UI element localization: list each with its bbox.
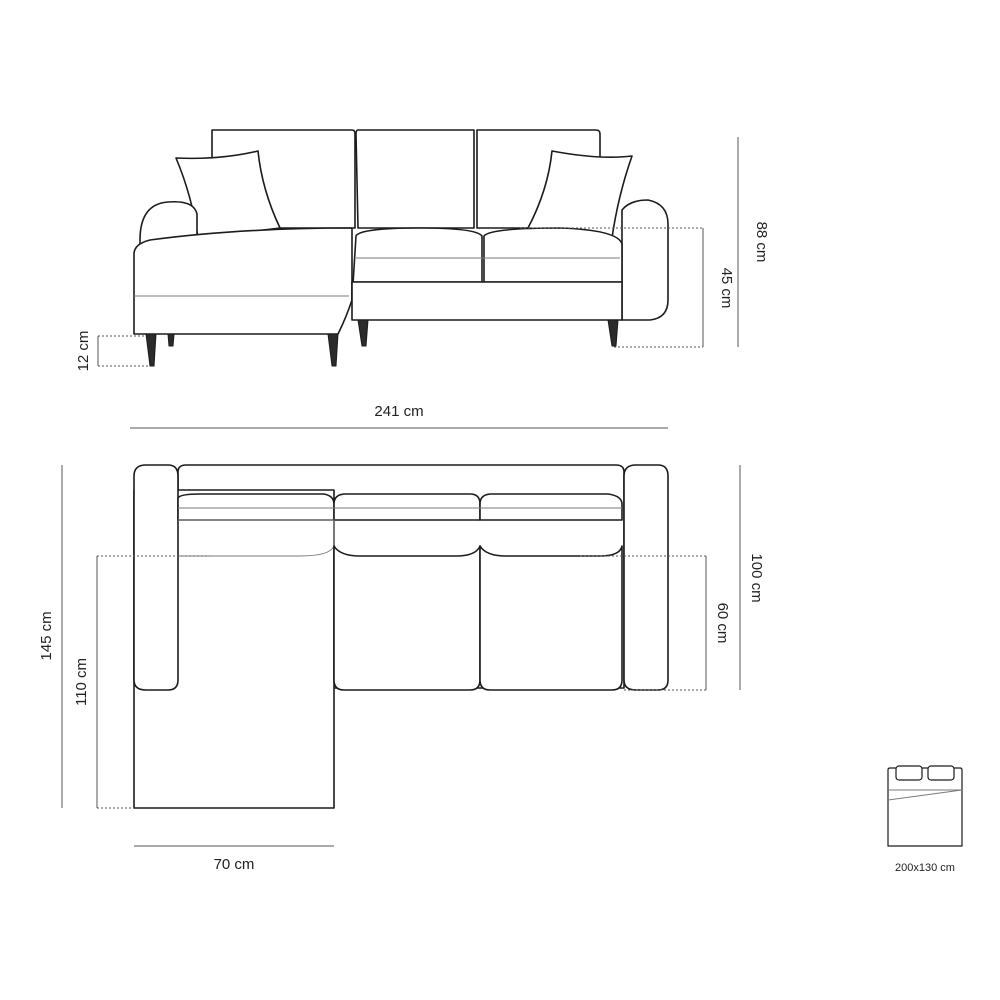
top-back-cushion-left — [177, 493, 335, 521]
leg-center — [357, 319, 369, 347]
bed-blanket — [887, 789, 963, 801]
dim-sofa-depth-label: 100 cm — [748, 553, 765, 602]
top-seat-right — [479, 545, 623, 691]
top-back-cushion-middle — [333, 493, 481, 521]
sofa-base — [351, 281, 623, 321]
dim-chaise-width-label: 70 cm — [214, 856, 255, 873]
dim-total-width-label: 241 cm — [374, 403, 423, 420]
chaise-seat-front — [133, 227, 353, 335]
top-armrest-left — [133, 464, 179, 691]
bed-icon: 200x130 cm — [887, 765, 963, 874]
top-armrest-right — [623, 464, 669, 691]
leg-front-left — [145, 333, 157, 367]
front-view: 12 cm 45 cm 88 cm — [75, 129, 770, 372]
dim-total-height-label: 88 cm — [753, 222, 770, 263]
top-back-cushion-right — [479, 493, 623, 521]
dim-seat-depth-label: 60 cm — [714, 603, 731, 644]
leg-back-left — [167, 333, 175, 347]
armrest-right — [621, 199, 669, 321]
leg-front-right — [607, 319, 619, 347]
bed-size-label: 200x130 cm — [895, 862, 955, 874]
dim-leg-height-label: 12 cm — [75, 331, 92, 372]
top-view: 145 cm 110 cm 60 cm 100 cm 70 cm — [38, 464, 765, 873]
top-seat-middle — [333, 545, 481, 691]
bed-frame — [887, 767, 963, 847]
bed-pillow-right — [927, 765, 955, 781]
bed-pillow-left — [895, 765, 923, 781]
dim-chaise-length-label: 145 cm — [38, 611, 55, 660]
top-chaise-body — [133, 489, 335, 809]
dim-chaise-inner-label: 110 cm — [73, 658, 90, 706]
seat-cushion-right — [483, 227, 623, 283]
leg-front-middle — [327, 333, 339, 367]
dim-seat-height-label: 45 cm — [718, 268, 735, 309]
back-cushion-middle — [355, 129, 475, 229]
